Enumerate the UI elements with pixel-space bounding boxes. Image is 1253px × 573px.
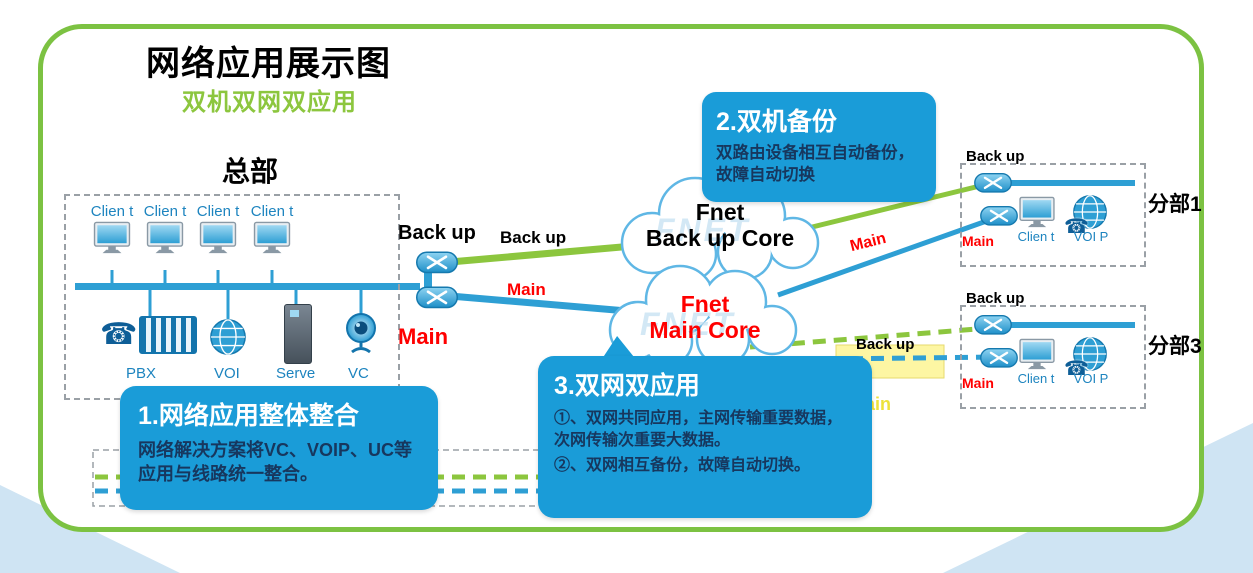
router-icon (978, 344, 1020, 371)
client-computer-icon (252, 221, 292, 255)
hq-voip-icon (209, 318, 247, 361)
client-computer-icon (1018, 338, 1056, 371)
branch1-group-box (960, 163, 1146, 267)
router-icon (972, 311, 1014, 338)
branch3-backup-router-icon (972, 311, 1014, 343)
core-main-router-icon (414, 282, 460, 317)
vc-webcam-icon (342, 312, 380, 361)
branch3-backup-label: Back up (966, 290, 1025, 307)
phone-icon: ☎ (100, 318, 138, 351)
branch3-bus-line (1005, 322, 1135, 328)
branch1-voip-label: VOI P (1073, 229, 1109, 244)
pbx-switch-icon (139, 316, 198, 354)
branch1-client-label: Clien t (1017, 229, 1055, 244)
core-main-router-label: Main (398, 324, 449, 349)
callout-2-body: 双路由设备相互自动备份，故障自动切换 (716, 144, 914, 185)
backup-cloud-watermark: FNET (655, 212, 751, 248)
branch1-backup-router-icon (972, 169, 1014, 201)
backup-cloud-role: Back up Core (645, 225, 795, 251)
maincloud-branch3-backup-line (749, 325, 991, 350)
main-cloud-role: Main Core (649, 317, 761, 343)
client-computer-icon (92, 221, 132, 255)
callout-1-network-integration: 1.网络应用整体整合 网络解决方案将VC、VOIP、UC等应用与线路统一整合。 (120, 386, 438, 510)
hq-bus-line (75, 283, 420, 290)
maincloud-branch1-line (777, 215, 996, 298)
callout-3-body-line2: ②、双网相互备份，故障自动切换。 (554, 457, 811, 475)
client-label: Clien t (90, 203, 134, 220)
callout-3-body-line1: ①、双网共同应用，主网传输重要数据，次网传输次重要大数据。 (554, 410, 843, 449)
hq-client-3: Clien t (195, 203, 241, 260)
page-title: 网络应用展示图 (146, 45, 391, 83)
core-backup-router-icon (414, 247, 460, 282)
callout-1-title: 1.网络应用整体整合 (138, 402, 359, 430)
branch3-main-router-label: Main (962, 375, 994, 391)
phone-icon: ☎ (1064, 358, 1089, 380)
globe-icon (209, 318, 247, 356)
branch3-backup-link-label: Back up (856, 336, 915, 353)
client-computer-icon (145, 221, 185, 255)
client-computer-icon (1018, 196, 1056, 229)
pbx-icon: ☎ (100, 316, 198, 354)
hq-voip-label: VOI (214, 365, 240, 382)
main-cloud-name: Fnet (680, 291, 730, 317)
branch3-voip-label: VOI P (1073, 371, 1109, 386)
callout-3-title: 3.双网双应用 (554, 372, 700, 400)
branch1-bus-line (1005, 180, 1135, 186)
phone-icon: ☎ (1064, 216, 1089, 238)
hq-client-1: Clien t (89, 203, 135, 260)
client-label: Clien t (143, 203, 187, 220)
callout-3-dual-network-apps: 3.双网双应用 ①、双网共同应用，主网传输重要数据，次网传输次重要大数据。 ②、… (538, 356, 872, 518)
branch3-title: 分部3 (1148, 335, 1202, 358)
client-computer-icon (198, 221, 238, 255)
router-icon (972, 169, 1014, 196)
hq-main-link-label: Main (507, 280, 546, 299)
client-label: Clien t (250, 203, 294, 220)
branch3-group-box (960, 305, 1146, 409)
backupcloud-branch1-line (799, 181, 989, 233)
hq-client-4: Clien t (249, 203, 295, 260)
server-label: Serve (276, 365, 316, 382)
main-cloud-shape (608, 264, 798, 367)
client-label: Clien t (196, 203, 240, 220)
pbx-label: PBX (126, 365, 157, 382)
branch3-voip-icon: ☎ (1064, 336, 1108, 380)
callout-1-body: 网络解决方案将VC、VOIP、UC等应用与线路统一整合。 (138, 440, 413, 485)
callout-2-title: 2.双机备份 (716, 108, 837, 136)
router-icon (978, 202, 1020, 229)
core-backup-router-label: Back up (398, 222, 476, 244)
branch1-title: 分部1 (1148, 193, 1202, 216)
backup-cloud-name: Fnet (695, 199, 745, 225)
hq-backup-link-label: Back up (500, 228, 567, 247)
branch1-backup-label: Back up (966, 148, 1025, 165)
main-cloud-watermark: FNET (640, 306, 736, 342)
branch1-voip-icon: ☎ (1064, 194, 1108, 238)
hq-title: 总部 (222, 156, 279, 187)
page-subtitle: 双机双网双应用 (182, 89, 357, 116)
vc-label: VC (348, 365, 369, 382)
server-icon (284, 304, 312, 364)
branch3-client-label: Clien t (1017, 371, 1055, 386)
hq-client-2: Clien t (142, 203, 188, 260)
router-icon (414, 247, 460, 277)
branch1-main-router-label: Main (962, 233, 994, 249)
callout-2-dual-router-backup: 2.双机备份 双路由设备相互自动备份，故障自动切换 (702, 92, 936, 202)
router-icon (414, 282, 460, 312)
